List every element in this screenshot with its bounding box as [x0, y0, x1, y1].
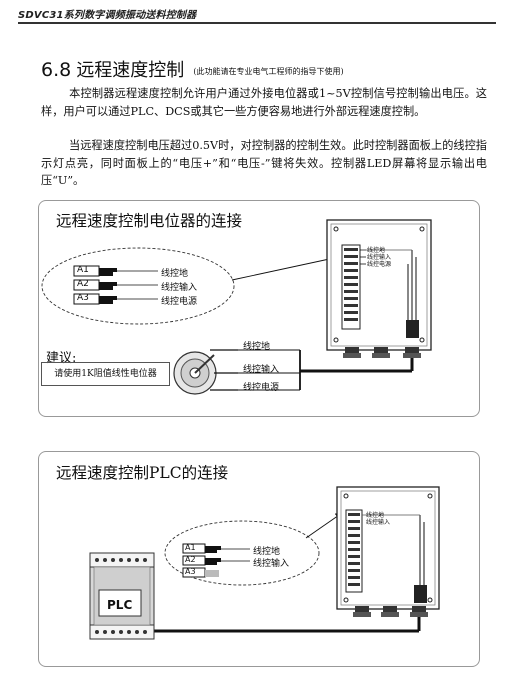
plc-terminal-a3-label: A3: [185, 567, 196, 576]
plc-terminal-ground-label: 线控地: [253, 547, 281, 557]
terminal-block-1: [73, 265, 158, 305]
header-rule: [18, 22, 496, 24]
paragraph-2: 当远程速度控制电压超过0.5V时，对控制器的控制生效。此时控制器面板上的线控指示…: [41, 137, 487, 190]
plc-device: [89, 552, 155, 640]
callout-arrow-1: [231, 255, 335, 281]
plc-terminal-a2-label: A2: [185, 555, 196, 564]
terminal-power-label: 线控电源: [161, 297, 198, 307]
page-header: SDVC31系列数字调频振动送料控制器: [0, 0, 514, 26]
header-title: SDVC31系列数字调频振动送料控制器: [18, 10, 197, 21]
controller-unit-2: [336, 486, 440, 617]
plc-label: PLC: [107, 598, 133, 612]
pot-ground-label: 线控地: [243, 342, 271, 352]
pot-input-label: 线控输入: [243, 365, 280, 375]
pot-power-label: 线控电源: [243, 383, 280, 393]
paragraph-2-text: 当远程速度控制电压超过0.5V时，对控制器的控制生效。此时控制器面板上的线控指示…: [41, 139, 487, 187]
terminal-a2-label: A2: [77, 279, 89, 289]
section-note: (此功能请在专业电气工程师的指导下使用): [193, 67, 344, 76]
terminal-input-label: 线控输入: [161, 283, 198, 293]
diagram-plc-title: 远程速度控制PLC的连接: [56, 464, 229, 482]
controller2-ground-label: 线控地: [366, 512, 385, 519]
terminal-a3-label: A3: [77, 293, 89, 303]
paragraph-1: 本控制器远程速度控制允许用户通过外接电位器或1~5V控制信号控制输出电压。这样，…: [41, 85, 487, 120]
section-number: 6.8: [41, 59, 72, 81]
terminal-a1-label: A1: [77, 265, 89, 275]
terminal-callout-ellipse-1: [41, 247, 235, 325]
controller-power-label: 线控电源: [367, 261, 392, 268]
advice-text: 请使用1K阻值线性电位器: [41, 362, 170, 386]
plc-terminal-a1-label: A1: [185, 543, 196, 552]
potentiometer: [173, 349, 238, 395]
diagram-potentiometer-title: 远程速度控制电位器的连接: [56, 212, 243, 230]
controller-ground-label: 线控地: [367, 247, 386, 254]
controller-input-label: 线控输入: [367, 254, 392, 261]
terminal-ground-label: 线控地: [161, 269, 189, 279]
plc-terminal-input-label: 线控输入: [253, 559, 290, 569]
terminal-block-2: [182, 543, 250, 578]
controller2-input-label: 线控输入: [366, 519, 391, 526]
terminal-callout-ellipse-2: [164, 520, 320, 586]
callout-arrow-2: [305, 512, 343, 539]
section-title: 远程速度控制: [76, 60, 185, 81]
controller-unit-1: [326, 219, 432, 358]
section-heading: 6.8 远程速度控制 (此功能请在专业电气工程师的指导下使用): [41, 56, 344, 82]
paragraph-1-text: 本控制器远程速度控制允许用户通过外接电位器或1~5V控制信号控制输出电压。这样，…: [41, 87, 487, 118]
